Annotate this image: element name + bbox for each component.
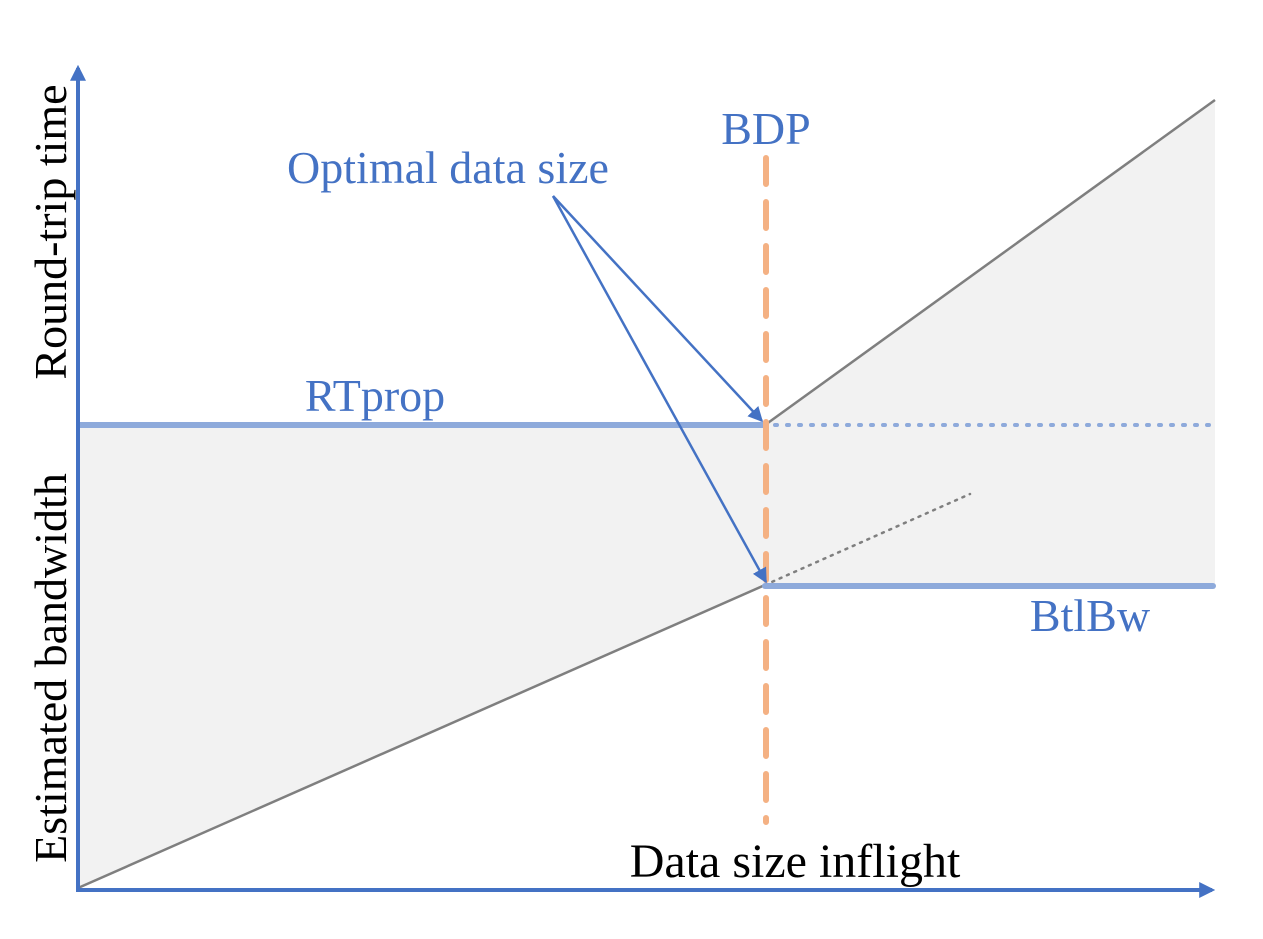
bandwidth-slope-extension-dotted [763, 492, 972, 587]
btlbw-label: BtlBw [1030, 590, 1151, 641]
bdp-label: BDP [721, 103, 810, 154]
lower-shaded-region [78, 425, 765, 888]
y-axis-title-bandwidth: Estimated bandwidth [25, 473, 76, 863]
rtt-slope-line [764, 98, 1216, 427]
optimal-data-size-label: Optimal data size [287, 142, 609, 193]
y-axis-title-rtt: Round-trip time [25, 84, 76, 379]
bandwidth-slope-line [77, 583, 766, 890]
x-axis-title: Data size inflight [630, 835, 961, 888]
rtprop-label: RTprop [305, 370, 445, 421]
upper-shaded-region [765, 100, 1215, 585]
optimal-arrow-to-btlbw [551, 195, 768, 584]
optimal-arrow-to-rtprop [552, 195, 764, 423]
